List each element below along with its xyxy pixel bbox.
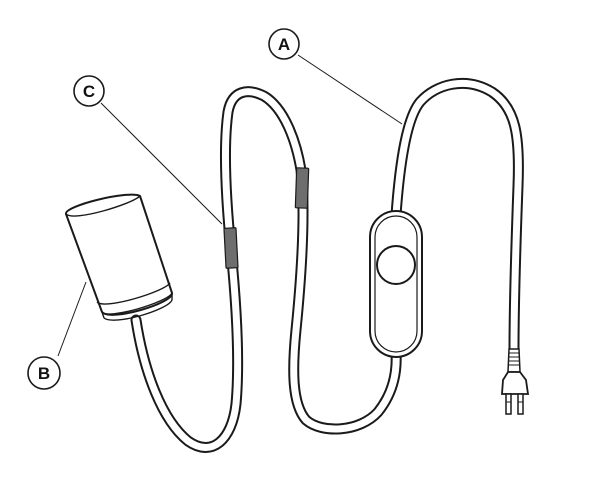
- callout-b-label: B: [38, 364, 50, 383]
- callout-b: B: [27, 356, 61, 390]
- plug-prong-left: [505, 393, 512, 415]
- cord-band-upper: [294, 167, 310, 209]
- lamp-socket: [64, 193, 173, 321]
- callout-a: A: [268, 28, 300, 60]
- callout-c-leader: [100, 102, 223, 225]
- switch-dial: [376, 245, 416, 285]
- power-cord: [130, 77, 524, 453]
- callout-b-leader: [57, 281, 87, 357]
- cord-band-lower: [223, 227, 239, 269]
- plug-prong-right: [517, 393, 524, 415]
- plug: [501, 348, 530, 415]
- inline-switch: [369, 210, 423, 358]
- callout-a-label: A: [278, 35, 290, 54]
- callout-c-label: C: [83, 82, 95, 101]
- callout-a-leader: [297, 54, 403, 125]
- callout-c: C: [73, 75, 105, 107]
